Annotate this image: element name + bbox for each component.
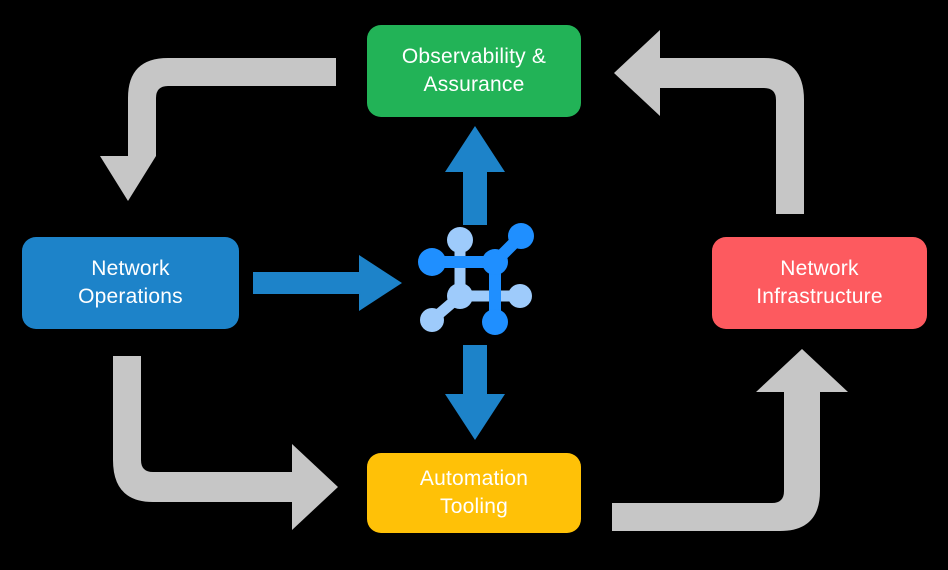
node-label-automation-tooling: Automation Tooling — [419, 467, 529, 518]
node-label-network-operations: Network Operations — [78, 257, 183, 308]
topology-links-primary — [426, 230, 527, 328]
blue-arrow-center-to-automation-tooling — [445, 345, 505, 440]
topology-links-secondary — [426, 234, 526, 326]
gray-arrow-observability-to-network-operations — [100, 58, 336, 201]
gray-arrow-network-operations-to-automation-tooling — [113, 356, 338, 530]
gray-arrow-automation-tooling-to-network-infrastructure — [612, 349, 848, 531]
node-label-observability: Observability & Assurance — [401, 45, 547, 96]
topology-nodes-primary — [418, 223, 534, 335]
node-label-network-infrastructure: Network Infrastructure — [756, 257, 883, 308]
topology-nodes-secondary — [420, 227, 532, 332]
node-box-observability[interactable]: Observability & Assurance — [367, 25, 581, 117]
node-box-network-infrastructure[interactable]: Network Infrastructure — [712, 237, 927, 329]
blue-arrow-network-operations-to-center — [253, 255, 402, 311]
blue-arrow-center-to-observability — [445, 126, 505, 225]
gray-arrow-network-infrastructure-to-observability — [614, 30, 804, 214]
node-box-automation-tooling[interactable]: Automation Tooling — [367, 453, 581, 533]
node-box-network-operations[interactable]: Network Operations — [22, 237, 239, 329]
